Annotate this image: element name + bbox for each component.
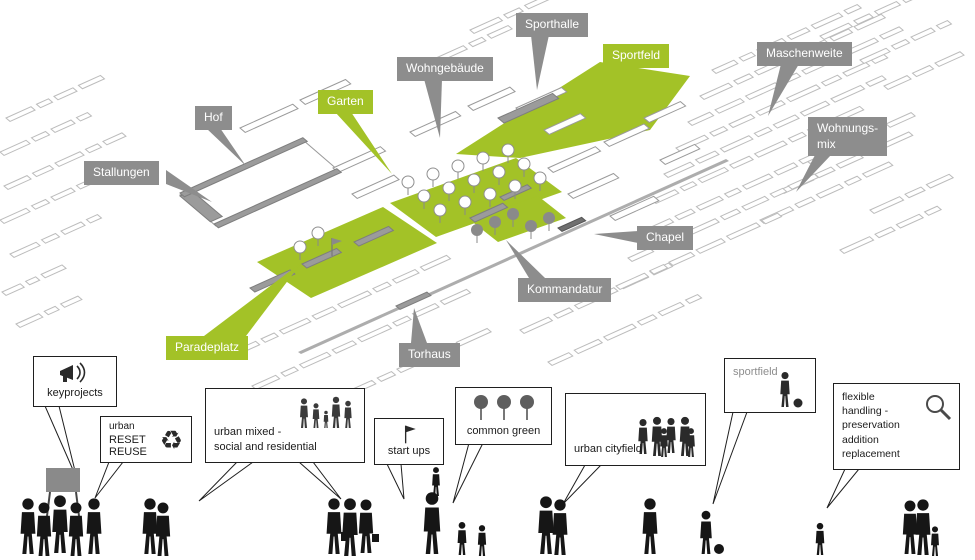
concept-reset-reuse-line1: urban: [109, 421, 135, 432]
concept-sportfield: sportfield: [724, 358, 816, 413]
soccer-ball: [714, 544, 724, 554]
concept-reset-reuse: urban RESET REUSE ♻: [100, 416, 192, 463]
map-label-hof: Hof: [195, 106, 232, 130]
family-icon: [300, 396, 352, 428]
site-buildings-gray: [179, 92, 587, 310]
concept-urban-cityfield-label: urban cityfield: [574, 443, 642, 456]
map-label-sportfeld: Sportfeld: [603, 44, 670, 68]
map-label-maschenweite: Maschenweite: [757, 42, 852, 66]
site-buildings-white: [239, 78, 701, 222]
concept-urban-cityfield: urban cityfield: [565, 393, 706, 466]
map-label-wohngebaeude: Wohngebäude: [397, 57, 493, 81]
garden-trees: [293, 143, 555, 260]
concept-start-ups-label: start ups: [387, 445, 431, 458]
trees-icon: [473, 395, 534, 420]
common-green-area: [470, 196, 566, 242]
concept-sportfield-label: sportfield: [733, 366, 778, 378]
concept-tails: [44, 405, 861, 509]
main-site: [179, 62, 729, 354]
map-label-kommandatur: Kommandatur: [518, 278, 612, 302]
map-label-sporthalle: Sporthalle: [516, 13, 589, 37]
concept-common-green-label: common green: [466, 425, 541, 438]
paradeplatz-flag: [331, 238, 342, 256]
map-label-wohnungsmix: Wohnungs- mix: [808, 117, 888, 157]
concept-flexible-handling: flexible handling - preservation additio…: [833, 383, 960, 470]
sportfeld-green: [456, 62, 690, 158]
map-label-garten: Garten: [318, 90, 373, 114]
concept-reset-reuse-line2: RESET REUSE: [109, 434, 147, 458]
concept-keyprojects: keyprojects: [33, 356, 117, 407]
map-label-paradeplatz: Paradeplatz: [166, 336, 249, 360]
concept-start-ups: start ups: [374, 418, 444, 465]
label-pointers: [166, 35, 831, 343]
figure-soccer-icon: [780, 371, 803, 408]
magnifier-icon: [926, 395, 952, 421]
concept-flexible-handling-label: flexible handling - preservation additio…: [842, 391, 900, 460]
concept-common-green: common green: [455, 387, 552, 445]
map-label-chapel: Chapel: [637, 226, 694, 250]
garten-green: [390, 158, 562, 237]
concept-urban-mixed-label: urban mixed - social and residential: [214, 426, 317, 454]
people-silhouettes: [20, 467, 939, 556]
map-label-stallungen: Stallungen: [84, 161, 159, 185]
map-label-torhaus: Torhaus: [399, 343, 460, 367]
megaphone-icon: [60, 362, 86, 383]
recycle-icon: ♻: [159, 424, 183, 455]
presentation-board: [46, 468, 80, 492]
flag-icon: [404, 425, 416, 444]
concept-keyprojects-label: keyprojects: [47, 387, 103, 400]
concept-urban-mixed: urban mixed - social and residential: [205, 388, 365, 463]
